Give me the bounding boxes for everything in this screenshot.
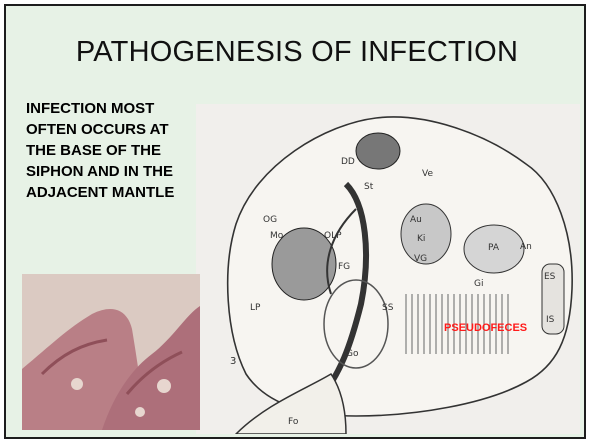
slide: PATHOGENESIS OF INFECTION INFECTION MOST…	[4, 4, 586, 439]
diagram-label: PA	[488, 243, 500, 253]
diagram-number: 3	[230, 356, 236, 367]
diagram-label: St	[364, 182, 374, 192]
organ-top	[356, 133, 400, 169]
diagram-label: Mo	[270, 231, 284, 241]
pseudofeces-label: PSEUDOFECES	[444, 322, 527, 334]
histology-image	[22, 274, 200, 430]
diagram-label: VG	[414, 254, 427, 264]
body-line: INFECTION MOST	[26, 98, 216, 119]
diagram-label: Go	[346, 349, 359, 359]
histology-photo	[22, 274, 200, 430]
diagram-label: An	[520, 242, 532, 252]
diagram-label: OG	[263, 215, 277, 225]
diagram-label: Ve	[422, 169, 433, 179]
diagram-label: SS	[382, 303, 394, 313]
body-line: ADJACENT MANTLE	[26, 182, 216, 203]
diagram-label: IS	[546, 315, 555, 325]
diagram-label: FG	[338, 262, 350, 272]
body-line: THE BASE OF THE	[26, 140, 216, 161]
diagram-label: Au	[410, 215, 422, 225]
diagram-label: Fo	[288, 417, 299, 427]
body-line: SIPHON AND IN THE	[26, 161, 216, 182]
diagram-label: Gi	[474, 279, 483, 289]
clam-anatomy-diagram: DD St Ve OG Mo OLP Au Ki VG PA An ES IS …	[196, 104, 580, 434]
diagram-label: OLP	[324, 231, 342, 241]
diagram-label: ES	[544, 272, 556, 282]
slide-body-text: INFECTION MOST OFTEN OCCURS AT THE BASE …	[26, 98, 216, 203]
body-line: OFTEN OCCURS AT	[26, 119, 216, 140]
diagram-label: LP	[250, 303, 261, 313]
anatomy-drawing: DD St Ve OG Mo OLP Au Ki VG PA An ES IS …	[196, 104, 580, 434]
diagram-label: Ki	[417, 234, 425, 244]
slide-title: PATHOGENESIS OF INFECTION	[6, 36, 588, 69]
diagram-label: DD	[341, 157, 355, 167]
